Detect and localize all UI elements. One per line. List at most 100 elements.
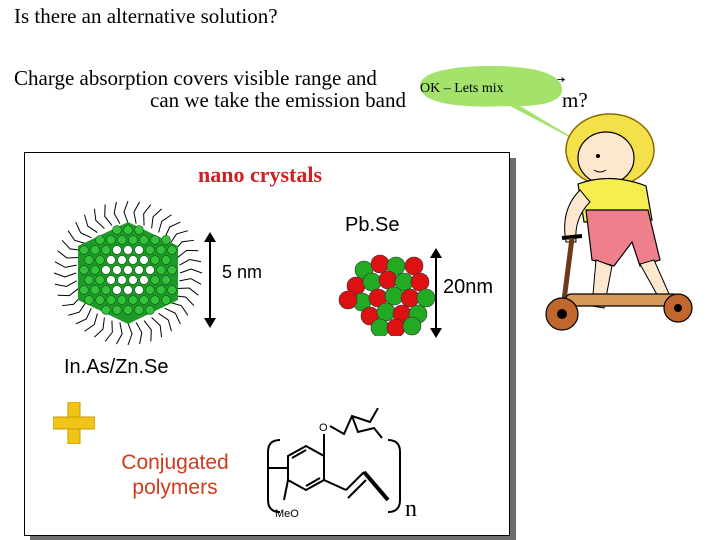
- ligand-line: [104, 320, 113, 342]
- ligand-line: [113, 201, 121, 224]
- atom-dot: [139, 295, 149, 305]
- ligand-line: [57, 250, 79, 259]
- atom-dot: [161, 235, 171, 245]
- atom-dot: [150, 235, 160, 245]
- atom-dot: [79, 245, 89, 255]
- ligand-line: [135, 322, 143, 345]
- pbse-atom-dot: [362, 272, 382, 292]
- ligand-line: [177, 249, 199, 258]
- ligand-line: [115, 322, 123, 345]
- meo-label: MeO: [275, 508, 299, 520]
- atom-dot: [123, 245, 133, 255]
- inas-znse-label: In.As/Zn.Se: [64, 356, 169, 378]
- atom-dot: [112, 225, 122, 235]
- pbse-atom-dot: [376, 302, 396, 322]
- ligand-line: [164, 221, 181, 238]
- ligand-line: [104, 204, 113, 226]
- atom-dot: [106, 235, 116, 245]
- atom-dot: [117, 235, 127, 245]
- ligand-line: [164, 307, 181, 325]
- atom-dot: [117, 255, 127, 265]
- child-on-scooter-illustration: [545, 113, 693, 331]
- atom-dot: [112, 265, 122, 275]
- size-label-20nm: 20nm: [443, 276, 494, 298]
- text-line-2-end: m?: [562, 88, 588, 112]
- atom-dot: [123, 225, 133, 235]
- ligand-line: [57, 288, 79, 297]
- atom-dot: [128, 255, 138, 265]
- pbse-atom-dot: [386, 318, 406, 336]
- atom-dot: [156, 245, 166, 255]
- pbse-label: Pb.Se: [345, 214, 400, 236]
- ligand-line: [179, 258, 202, 266]
- text-line-2-start: can we take the emission band: [150, 88, 406, 112]
- ligand-line: [67, 230, 87, 245]
- atom-dot: [123, 265, 133, 275]
- pbse-atom-dot: [338, 290, 358, 310]
- ligand-line: [53, 272, 77, 278]
- atom-dot: [79, 285, 89, 295]
- atom-dot: [123, 285, 133, 295]
- conjugated-polymers-label: Conjugated polymers: [100, 450, 250, 500]
- pbse-nanocrystal-illustration: [338, 254, 436, 336]
- ligand-line: [75, 221, 92, 239]
- atom-dot: [101, 305, 111, 315]
- atom-dot: [167, 245, 177, 255]
- atom-dot: [112, 305, 122, 315]
- ligand-line: [75, 308, 92, 325]
- ligand-line: [67, 302, 87, 316]
- pbse-atom-dot: [402, 316, 422, 336]
- atom-dot: [156, 265, 166, 275]
- atom-dot: [145, 305, 155, 315]
- atom-dot: [79, 265, 89, 275]
- pbse-atom-dot: [370, 318, 390, 336]
- atom-dot: [150, 255, 160, 265]
- atom-dot: [150, 275, 160, 285]
- atom-dot: [112, 285, 122, 295]
- ligand-line: [151, 208, 162, 229]
- speech-bubble-text: OK – Lets mix: [420, 81, 504, 96]
- pbse-atom-dot: [404, 256, 424, 276]
- ligand-line: [54, 261, 77, 268]
- atom-dot: [95, 295, 105, 305]
- atom-dot: [134, 225, 144, 235]
- ligand-line: [151, 317, 163, 338]
- ligand-line: [143, 204, 152, 226]
- ligand-line: [179, 278, 202, 285]
- oxygen-label: O: [319, 422, 328, 434]
- atom-dot: [117, 295, 127, 305]
- atom-dot: [128, 295, 138, 305]
- atom-dot: [112, 245, 122, 255]
- atom-dot: [101, 285, 111, 295]
- ligand-line: [177, 287, 199, 296]
- atom-dot: [117, 275, 127, 285]
- atom-dot: [84, 275, 94, 285]
- slide-title: Is there an alternative solution?: [14, 4, 278, 28]
- atom-dot: [139, 275, 149, 285]
- atom-dot: [128, 275, 138, 285]
- atom-dot: [84, 255, 94, 265]
- atom-dot: [95, 235, 105, 245]
- atom-dot: [84, 295, 94, 305]
- atom-dot: [134, 245, 144, 255]
- atom-dot: [139, 255, 149, 265]
- atom-dot: [90, 285, 100, 295]
- ligand-line: [169, 301, 189, 316]
- atom-dot: [139, 235, 149, 245]
- ligand-line: [158, 313, 172, 332]
- atom-dot: [134, 305, 144, 315]
- ligand-line: [133, 201, 141, 224]
- pbse-atom-dot: [384, 286, 404, 306]
- atom-dot: [95, 275, 105, 285]
- atom-dot: [90, 245, 100, 255]
- atom-dot: [106, 275, 116, 285]
- ligand-line: [61, 239, 82, 251]
- plus-icon: [53, 402, 95, 444]
- atom-dot: [128, 235, 138, 245]
- repeat-unit-n-label: n: [405, 496, 417, 522]
- atom-dot: [145, 265, 155, 275]
- ligand-line: [54, 280, 77, 288]
- ligand-line: [158, 214, 172, 233]
- atom-dot: [167, 285, 177, 295]
- atom-dot: [145, 285, 155, 295]
